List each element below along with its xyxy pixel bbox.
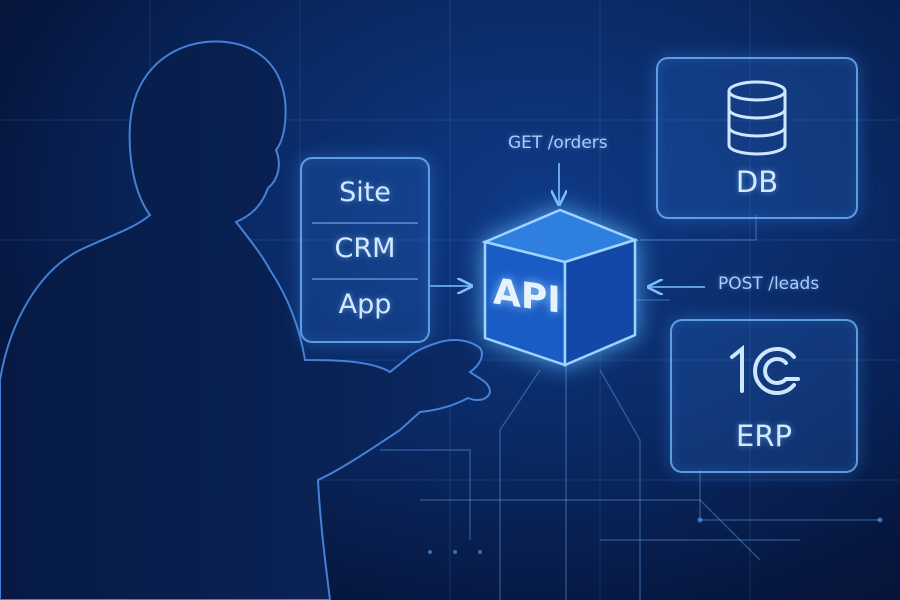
source-site: Site (339, 177, 391, 208)
erp-label: ERP (736, 419, 792, 453)
divider (312, 278, 418, 280)
source-app: App (338, 289, 392, 320)
1c-logo (730, 344, 800, 395)
database-icon (727, 80, 787, 156)
source-crm: CRM (334, 233, 396, 264)
db-panel: DB (656, 57, 858, 219)
divider (312, 222, 418, 224)
erp-panel: ERP (670, 319, 858, 473)
get-orders-endpoint: GET /orders (508, 133, 608, 153)
cube-right-face (563, 238, 637, 367)
sources-panel: Site CRM App (300, 157, 430, 343)
post-leads-endpoint: POST /leads (718, 274, 820, 294)
db-label: DB (735, 165, 779, 199)
